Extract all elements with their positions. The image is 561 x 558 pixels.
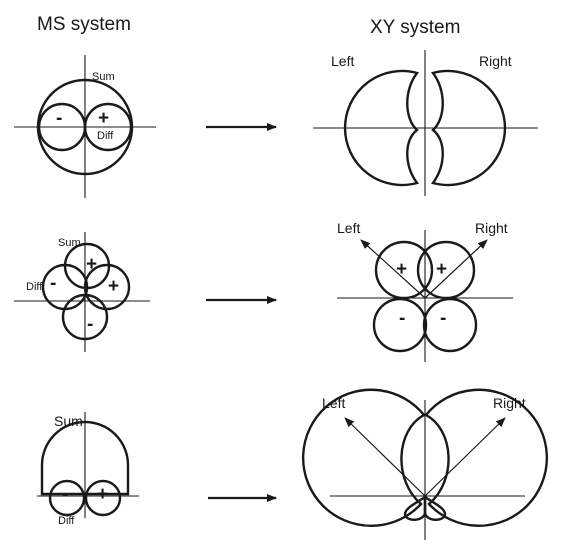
- row1-ms-minus-sign: -: [56, 108, 62, 129]
- row3-xy-left-label: Left: [322, 395, 345, 411]
- row2-ms-diff-label: Diff: [26, 281, 43, 293]
- row1-xy-left-lobe: [343, 69, 420, 187]
- row2-ms-minus-left: -: [50, 273, 56, 294]
- row1-xy-right-lobe: [430, 69, 507, 187]
- row1-ms-diff-lobe-positive: [83, 102, 133, 152]
- row2-xy-upper-left-lobe: [374, 240, 434, 300]
- row1-xy-right-label: Right: [479, 53, 512, 69]
- row1-ms-plus-sign: +: [98, 108, 109, 129]
- row2-xy-lower-left-lobe: [372, 297, 428, 353]
- row2-xy-minus-left: -: [399, 308, 405, 329]
- row3-ms-sum-label: Sum: [54, 413, 83, 429]
- row3-ms-diff-lobe-negative: [48, 479, 86, 517]
- row3-xy-right-label: Right: [493, 395, 526, 411]
- row3-xy-diagram: Left Right: [301, 388, 549, 540]
- row2-xy-right-direction-arrow: [424, 239, 488, 299]
- row2-xy-upper-right-lobe: [416, 240, 476, 300]
- row3-xy-rear-lobe-left: [403, 494, 427, 521]
- row3-ms-diff-label: Diff: [58, 515, 75, 527]
- row2-ms-plus-right: +: [108, 276, 119, 297]
- row2-xy-right-label: Right: [475, 220, 508, 236]
- row2-xy-minus-right: -: [440, 308, 446, 329]
- row3-ms-diagram: Sum - + Diff: [37, 412, 139, 527]
- row3-xy-rear-lobe-right: [423, 494, 447, 521]
- row2-ms-sum-label: Sum: [58, 237, 81, 249]
- row2-ms-diagram: Sum Diff + - + -: [14, 232, 150, 352]
- row2-xy-plus-right: +: [436, 259, 447, 280]
- row3-ms-diff-lobe-positive: [84, 479, 122, 517]
- row3-ms-minus-sign: -: [62, 484, 68, 505]
- row3-xy-left-lobe: [301, 388, 426, 527]
- row2-xy-left-label: Left: [337, 220, 360, 236]
- row3-ms-plus-sign: +: [97, 484, 108, 505]
- row1-ms-diagram: Sum - + Diff: [14, 55, 156, 198]
- row2-ms-minus-bottom: -: [87, 314, 93, 335]
- row2-ms-right-lobe: [83, 263, 131, 311]
- row2-xy-lower-right-lobe: [422, 297, 478, 353]
- row1-ms-sum-label: Sum: [92, 71, 115, 83]
- row3-xy-right-direction-arrow: [424, 417, 506, 497]
- row2-ms-bottom-lobe: [61, 293, 109, 341]
- row3-xy-left-direction-arrow: [344, 417, 426, 497]
- xy-system-heading: XY system: [370, 17, 460, 38]
- row2-xy-left-direction-arrow: [360, 239, 426, 299]
- row1-xy-left-label: Left: [331, 53, 354, 69]
- row1-xy-diagram: Left Right: [313, 50, 538, 196]
- row3-xy-right-lobe: [424, 388, 549, 527]
- row2-ms-plus-top: +: [86, 254, 97, 275]
- row2-xy-diagram: Left Right + + - -: [337, 220, 513, 362]
- ms-system-heading: MS system: [37, 14, 131, 35]
- row1-ms-diff-label: Diff: [97, 130, 114, 142]
- row3-ms-sum-lobe: [40, 420, 130, 496]
- row2-xy-plus-left: +: [396, 259, 407, 280]
